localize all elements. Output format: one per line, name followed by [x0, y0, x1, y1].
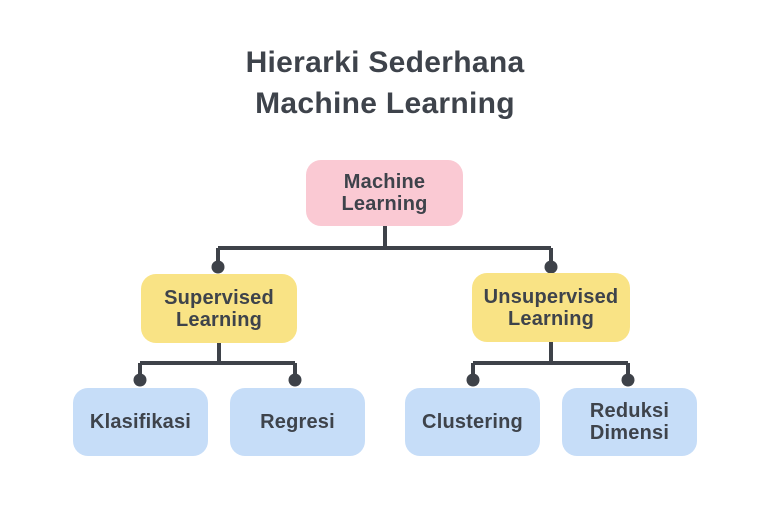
- connector-dots: [133, 260, 635, 387]
- node-label: Regresi: [260, 411, 335, 433]
- dot-supervised: [211, 260, 225, 274]
- node-label: Machine Learning: [341, 171, 428, 215]
- dot-unsupervised: [544, 260, 558, 274]
- node-reduksi-dimensi: Reduksi Dimensi: [562, 388, 697, 456]
- node-machine-learning: Machine Learning: [306, 160, 463, 226]
- dot-reduksi-dimensi: [621, 373, 635, 387]
- title-line-2: Machine Learning: [255, 87, 515, 120]
- dot-regresi: [288, 373, 302, 387]
- node-label: Unsupervised Learning: [483, 285, 619, 330]
- node-regresi: Regresi: [230, 388, 365, 456]
- node-label: Supervised Learning: [164, 286, 274, 331]
- connector-supervised-leaves: [138, 341, 297, 375]
- connector-strokes: [138, 224, 630, 375]
- node-label: Reduksi Dimensi: [589, 400, 670, 444]
- dot-clustering: [466, 373, 480, 387]
- dot-klasifikasi: [133, 373, 147, 387]
- node-clustering: Clustering: [405, 388, 540, 456]
- node-supervised-learning: Supervised Learning: [141, 274, 297, 343]
- node-klasifikasi: Klasifikasi: [73, 388, 208, 456]
- node-label: Clustering: [422, 411, 523, 433]
- connector-unsupervised-leaves: [471, 341, 630, 375]
- node-unsupervised-learning: Unsupervised Learning: [472, 273, 630, 342]
- page-title: Hierarki Sederhana Machine Learning: [0, 42, 770, 124]
- title-line-1: Hierarki Sederhana: [245, 46, 525, 79]
- node-label: Klasifikasi: [89, 411, 192, 433]
- connector-root-branches: [216, 224, 553, 262]
